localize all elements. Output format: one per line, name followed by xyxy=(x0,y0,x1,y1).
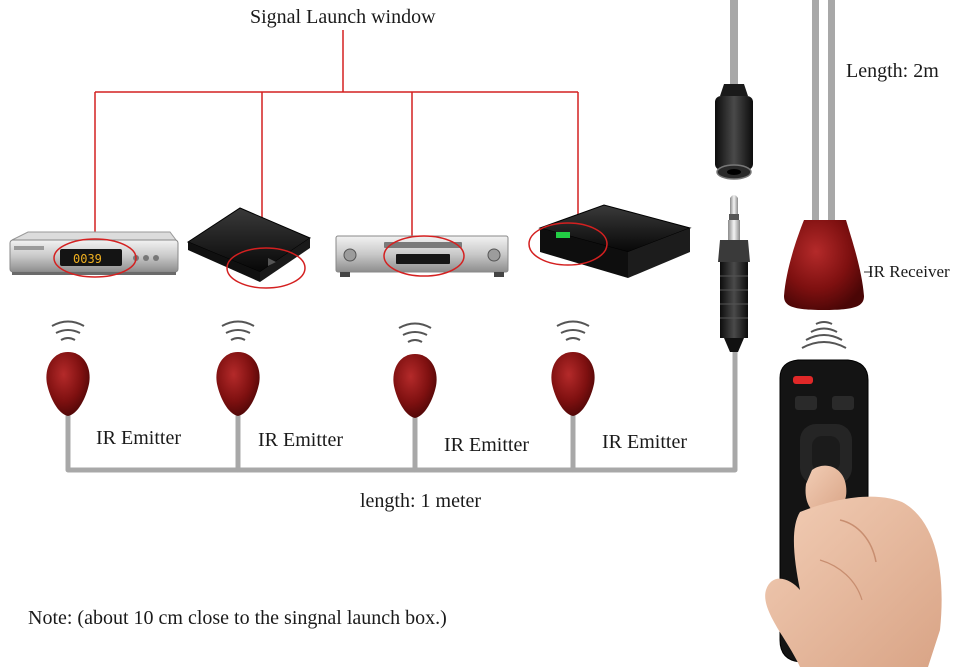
signal-launch-window-title: Signal Launch window xyxy=(250,6,436,28)
callout-ellipse-2 xyxy=(226,247,306,289)
ir-emitter-label-3: IR Emitter xyxy=(444,434,529,456)
audio-jack-male xyxy=(718,195,750,352)
device-set-top-box: 0039 xyxy=(9,231,179,275)
ir-emitter-label-1: IR Emitter xyxy=(96,427,181,449)
audio-jack-female xyxy=(715,0,753,180)
signal-waves-4 xyxy=(556,320,590,341)
emitter-cable-length-label: length: 1 meter xyxy=(360,490,482,512)
device-display-digits: 0039 xyxy=(73,252,102,266)
callout-ellipse-1 xyxy=(53,238,137,278)
callout-ellipse-3 xyxy=(383,235,465,277)
callout-ellipse-4 xyxy=(528,222,608,266)
placement-note: Note: (about 10 cm close to the singnal … xyxy=(28,607,447,629)
ir-receiver xyxy=(784,220,864,310)
signal-waves-receiver xyxy=(801,321,847,349)
signal-waves-3 xyxy=(398,322,432,343)
ir-emitter-3 xyxy=(393,354,437,418)
device-media-box xyxy=(186,207,312,282)
ir-receiver-label: IR Receiver xyxy=(868,262,950,281)
receiver-cable-length-label: Length: 2m xyxy=(846,60,939,82)
ir-emitter-label-2: IR Emitter xyxy=(258,429,343,451)
emitter-cable xyxy=(65,349,738,473)
device-tv-box xyxy=(538,204,692,278)
signal-waves-1 xyxy=(51,320,85,341)
receiver-cable xyxy=(812,0,835,220)
signal-waves-2 xyxy=(221,320,255,341)
ir-emitter-label-4: IR Emitter xyxy=(602,431,687,453)
ir-emitter-4 xyxy=(551,352,595,416)
callout-lines xyxy=(94,30,579,252)
device-dvd-player xyxy=(335,235,509,277)
ir-emitter-1 xyxy=(46,352,90,416)
hand xyxy=(765,465,942,667)
ir-emitter-2 xyxy=(216,352,260,416)
